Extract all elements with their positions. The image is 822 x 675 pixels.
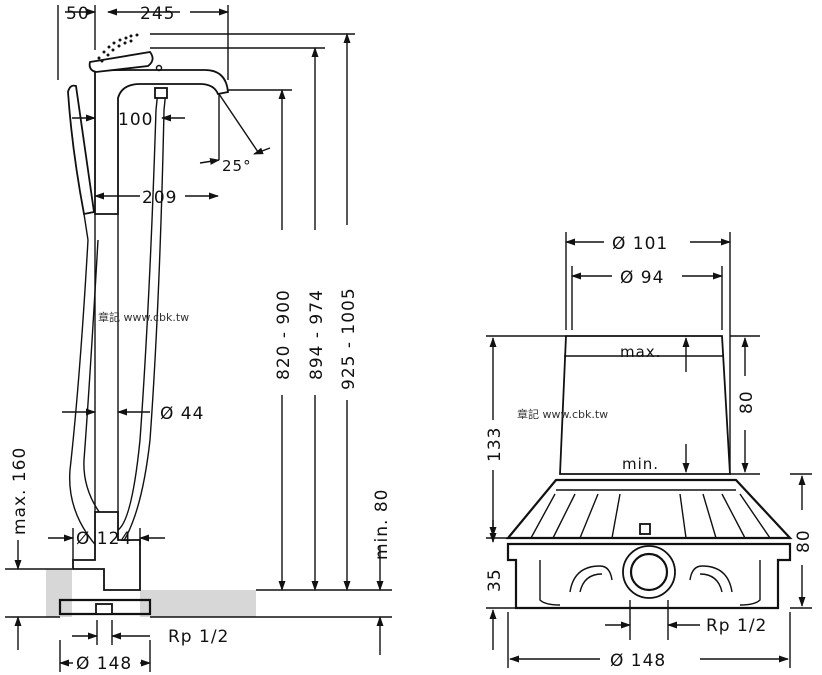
label-max: max. bbox=[620, 343, 661, 361]
dim-209: 209 bbox=[142, 188, 177, 208]
dim-148-right: Ø 148 bbox=[610, 651, 666, 671]
dim-94: Ø 94 bbox=[620, 268, 664, 288]
dim-44: Ø 44 bbox=[160, 404, 204, 424]
watermark-left: 章記 www.cbk.tw bbox=[98, 310, 189, 324]
dim-101: Ø 101 bbox=[612, 234, 668, 254]
dim-148-left: Ø 148 bbox=[76, 654, 132, 674]
watermark-right: 章記 www.cbk.tw bbox=[517, 407, 608, 421]
dim-100: 100 bbox=[118, 110, 153, 130]
right-diagram: Ø 101 Ø 94 max. min. 章記 www.cbk.tw 133 8… bbox=[485, 232, 814, 671]
left-diagram: 50 245 100 25° 209 Ø 44 Ø 124 Rp 1/2 Ø 1… bbox=[5, 4, 392, 674]
dim-50: 50 bbox=[66, 4, 90, 24]
ribbed-collar bbox=[505, 478, 793, 540]
dim-35: 35 bbox=[485, 568, 505, 592]
dim-min-80: min. 80 bbox=[372, 489, 392, 561]
dim-max-160: max. 160 bbox=[10, 447, 30, 535]
base-plate bbox=[506, 542, 792, 610]
dim-925-1005: 925 - 1005 bbox=[339, 287, 359, 390]
dim-rp12-left: Rp 1/2 bbox=[168, 627, 229, 647]
dim-820-900: 820 - 900 bbox=[274, 289, 294, 380]
floor-right bbox=[140, 590, 256, 617]
base bbox=[58, 511, 152, 616]
dim-894-974: 894 - 974 bbox=[307, 289, 327, 380]
label-min: min. bbox=[622, 455, 659, 473]
spout bbox=[88, 33, 229, 512]
dim-124: Ø 124 bbox=[76, 529, 132, 549]
dim-rp12-right: Rp 1/2 bbox=[706, 616, 767, 636]
dim-80-upper: 80 bbox=[737, 390, 757, 414]
dim-133: 133 bbox=[485, 427, 505, 462]
dim-245: 245 bbox=[140, 4, 175, 24]
dim-25-deg: 25° bbox=[222, 157, 252, 175]
dim-80-lower: 80 bbox=[794, 529, 814, 553]
